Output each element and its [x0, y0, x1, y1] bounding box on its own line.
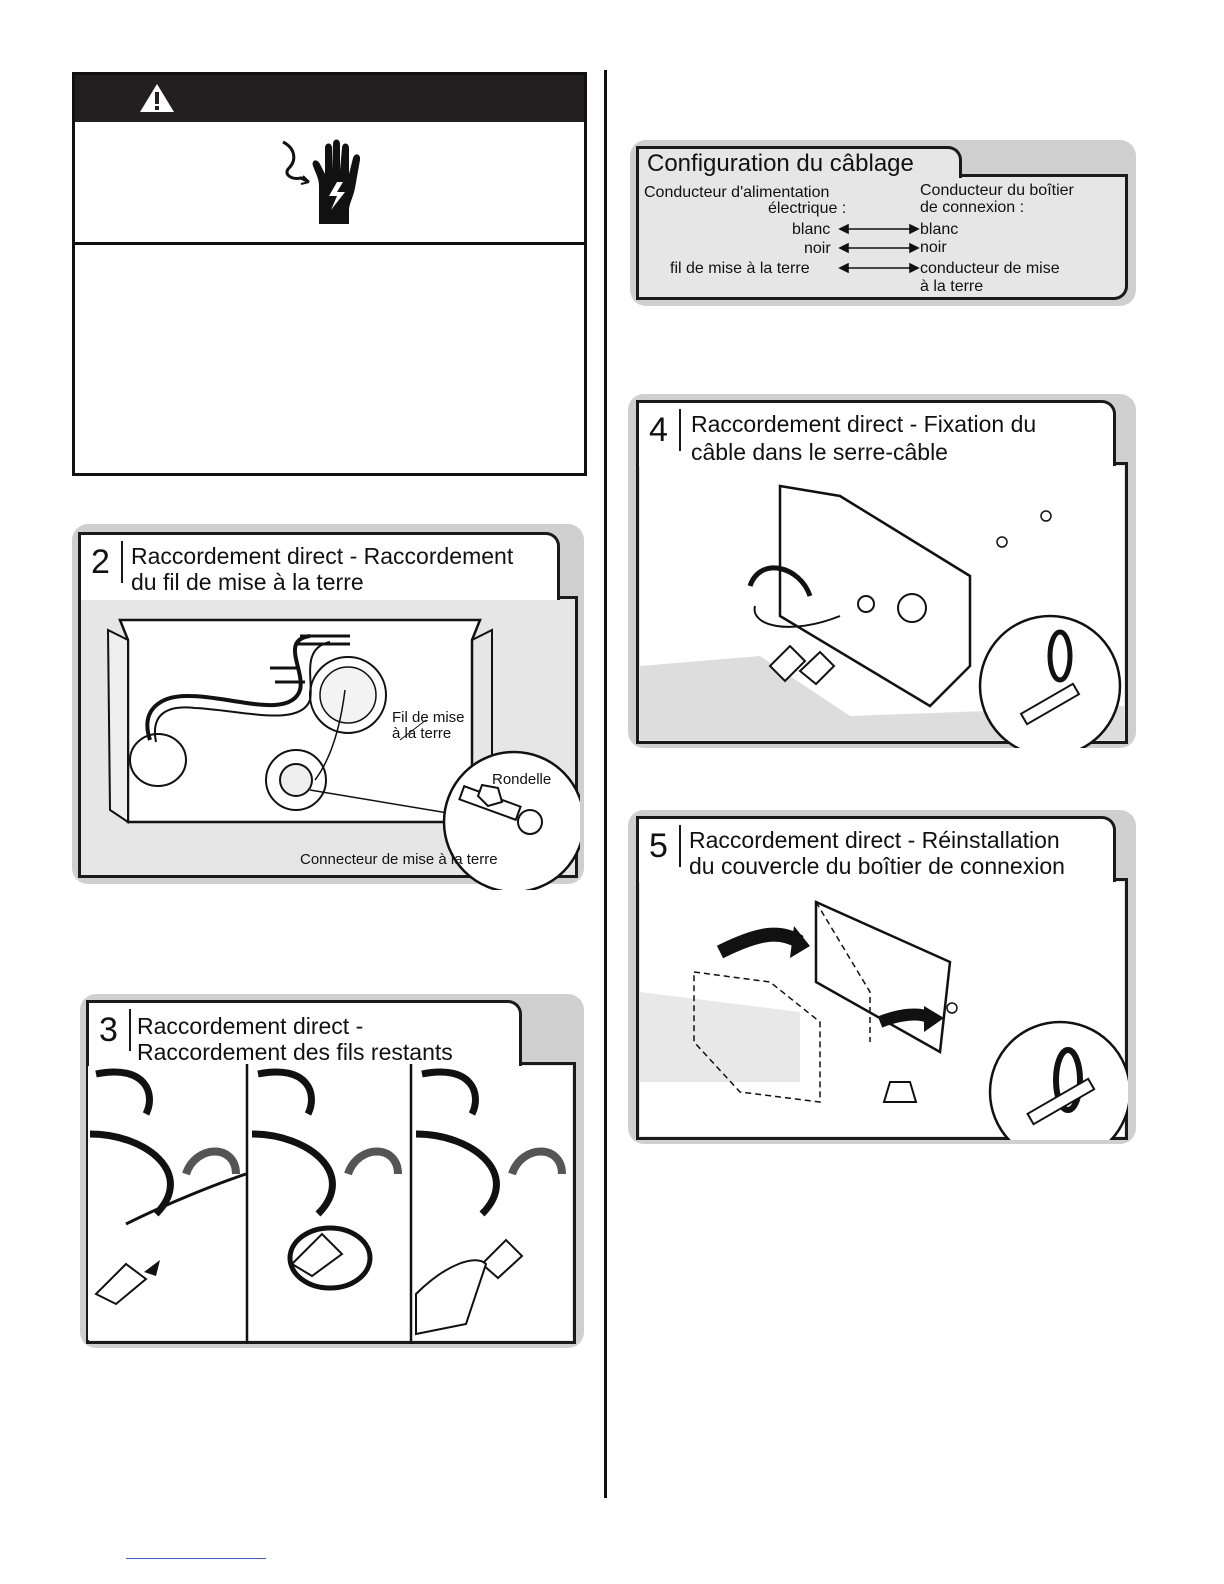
- warning-triangle-icon: [140, 84, 174, 112]
- wiring-row-1-left: blanc: [792, 221, 831, 238]
- step2-label-ground-wire-1: Fil de mise: [392, 709, 465, 726]
- step5-tab: 5 Raccordement direct - Réinstallation d…: [636, 816, 1116, 882]
- step5-illustration: [640, 882, 1128, 1140]
- step2-tab: 2 Raccordement direct - Raccordement du …: [78, 532, 560, 600]
- step5-title-1: Raccordement direct - Réinstallation: [689, 827, 1060, 853]
- column-divider: [604, 70, 607, 1498]
- step4-tab: 4 Raccordement direct - Fixation du câbl…: [636, 400, 1116, 466]
- wiring-arrows: [838, 223, 920, 274]
- step2-illustration: [106, 618, 580, 890]
- warning-header: [75, 75, 584, 122]
- wiring-config-title: Configuration du câblage: [647, 150, 914, 177]
- wiring-config-panel: [636, 174, 1128, 300]
- step2-title-2: du fil de mise à la terre: [131, 569, 364, 595]
- wiring-config-tab: Configuration du câblage: [636, 146, 962, 178]
- wiring-row-3-right-2: à la terre: [920, 278, 984, 295]
- step4-title-2: câble dans le serre-câble: [691, 439, 948, 465]
- wiring-right-header-1: Conducteur du boîtier: [920, 182, 1074, 199]
- wiring-row-2-right: noir: [920, 239, 947, 256]
- footer-link-underline: [126, 1558, 266, 1559]
- wiring-left-header-2: électrique :: [768, 200, 847, 217]
- step3-illustration: [88, 1064, 572, 1344]
- wiring-left-header-1: Conducteur d'alimentation: [644, 184, 830, 201]
- warning-icon-area: [75, 122, 584, 245]
- step3-title-1: Raccordement direct -: [137, 1013, 364, 1039]
- electrical-shock-hand-icon: [282, 139, 361, 224]
- step5-title-2: du couvercle du boîtier de connexion: [689, 853, 1065, 879]
- step5-number: 5: [649, 827, 668, 865]
- step2-label-ground-wire-2: à la terre: [392, 725, 452, 742]
- step5-separator: [679, 825, 681, 867]
- step2-separator: [121, 541, 123, 583]
- wiring-right-header-2: de connexion :: [920, 199, 1025, 216]
- step3-tab: 3 Raccordement direct - Raccordement des…: [86, 1000, 522, 1066]
- wiring-row-3-right: conducteur de mise: [920, 260, 1060, 277]
- step2-number: 2: [91, 543, 110, 581]
- step3-number: 3: [99, 1011, 118, 1049]
- wiring-row-1-right: blanc: [920, 221, 959, 238]
- step2-title-1: Raccordement direct - Raccordement: [131, 543, 514, 569]
- step2-label-washer: Rondelle: [492, 771, 552, 788]
- wiring-row-2-left: noir: [804, 240, 831, 257]
- wiring-row-3-left: fil de mise à la terre: [670, 260, 810, 277]
- step4-title-1: Raccordement direct - Fixation du: [691, 411, 1037, 437]
- warning-box: [72, 72, 587, 476]
- step4-number: 4: [649, 411, 668, 449]
- step3-separator: [129, 1009, 131, 1051]
- step4-separator: [679, 409, 681, 451]
- step2-label-connector: Connecteur de mise à la terre: [300, 851, 498, 868]
- step3-title-2: Raccordement des fils restants: [137, 1039, 453, 1065]
- step4-illustration: [640, 466, 1124, 748]
